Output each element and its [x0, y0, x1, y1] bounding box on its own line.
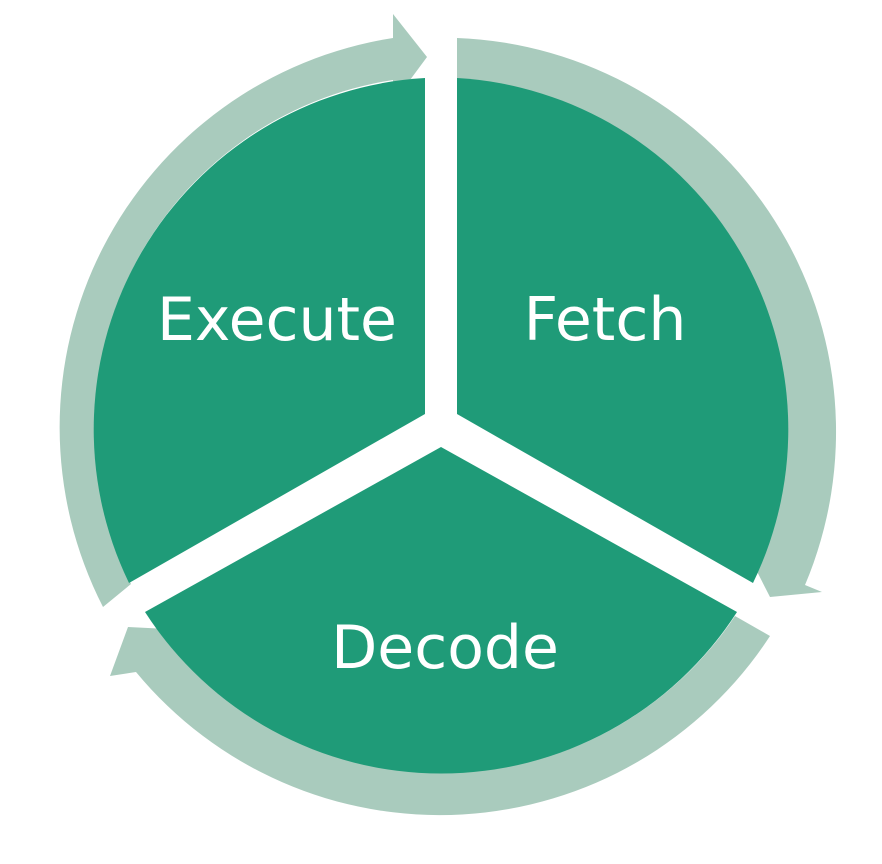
segment-decode[interactable] [145, 447, 737, 774]
segment-fetch[interactable] [457, 78, 789, 583]
label-fetch: Fetch [524, 285, 687, 355]
arrow-fetch-to-decode [457, 38, 837, 597]
label-decode: Decode [331, 613, 559, 683]
arrow-decode-to-execute [110, 616, 770, 816]
label-execute: Execute [157, 285, 397, 355]
arrow-execute-to-fetch [59, 14, 427, 607]
segment-execute[interactable] [93, 78, 425, 583]
